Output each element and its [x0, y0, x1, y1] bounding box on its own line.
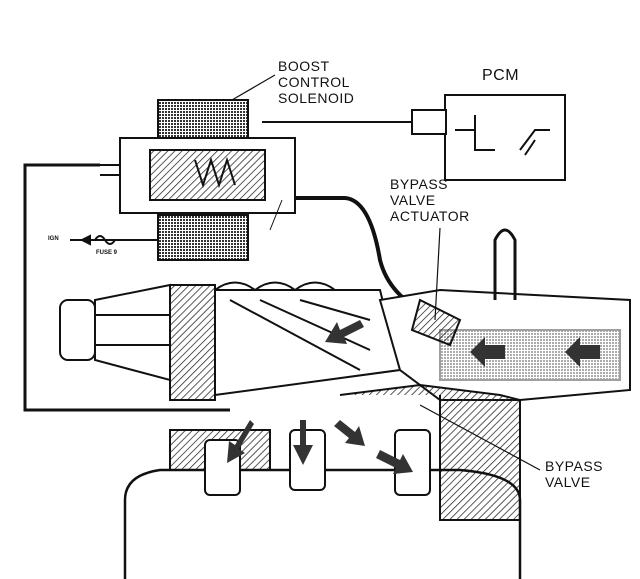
airflow-arrows — [227, 320, 600, 474]
label-bypass-valve-actuator: BYPASS VALVE ACTUATOR — [390, 176, 470, 224]
label-line: ACTUATOR — [390, 208, 470, 224]
label-line: VALVE — [545, 474, 591, 490]
boost-control-solenoid — [157, 99, 249, 141]
label-pcm: PCM — [482, 67, 520, 84]
label-bypass-valve: BYPASS VALVE — [545, 458, 603, 490]
label-boost-control-solenoid: BOOST CONTROL SOLENOID — [278, 58, 354, 106]
label-line: SOLENOID — [278, 90, 355, 106]
label-line: BYPASS — [545, 458, 603, 474]
label-line: BOOST — [278, 58, 330, 74]
pcm-box — [444, 94, 566, 181]
label-line: VALVE — [390, 192, 436, 208]
label-ign: IGN — [48, 236, 59, 242]
label-line: BYPASS — [390, 176, 448, 192]
label-fuse: FUSE 9 — [96, 250, 118, 256]
label-line: CONTROL — [278, 74, 350, 90]
